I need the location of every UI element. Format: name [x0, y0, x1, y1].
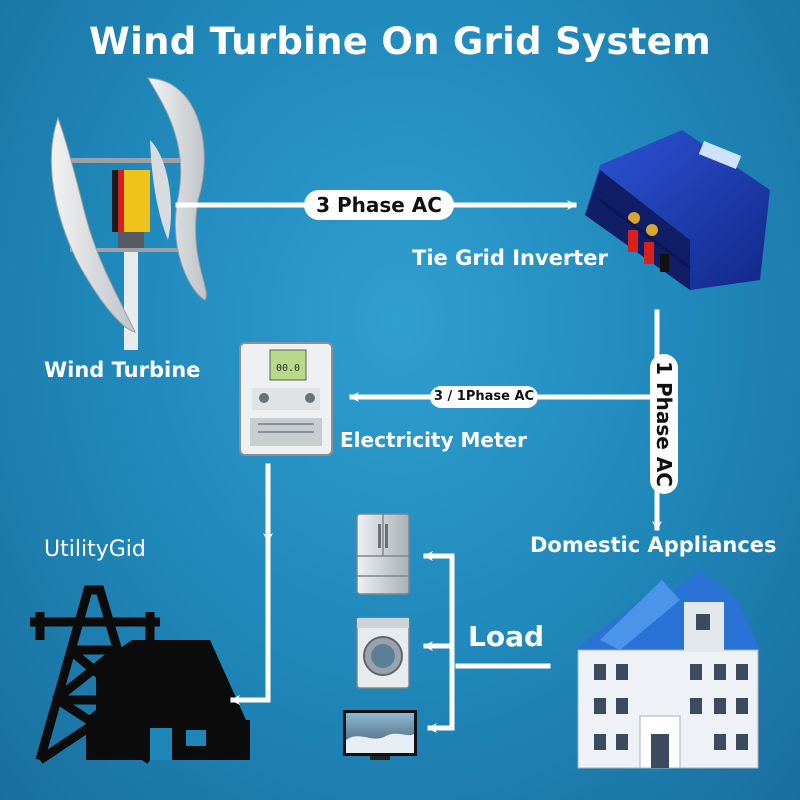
label-1-phase-ac: 1 Phase AC: [650, 354, 678, 494]
label-load: Load: [468, 620, 545, 653]
label-tie-grid-inverter: Tie Grid Inverter: [412, 246, 608, 270]
wind-turbine-icon: [51, 77, 207, 350]
diagram-title: Wind Turbine On Grid System: [88, 20, 711, 63]
television-icon: [343, 710, 417, 760]
label-wind-turbine: Wind Turbine: [44, 358, 201, 382]
label-domestic-appliances: Domestic Appliances: [530, 533, 777, 557]
label-3-phase-ac: 3 Phase AC: [304, 190, 454, 220]
washing-machine-icon: [356, 617, 410, 689]
label-3-1-phase-ac: 3 / 1Phase AC: [430, 386, 538, 408]
meter-readout: 00.0: [276, 363, 300, 374]
tie-grid-inverter-icon: [585, 130, 770, 290]
electricity-meter-icon: 00.0: [239, 342, 333, 456]
label-electricity-meter: Electricity Meter: [340, 428, 527, 452]
arrow-meter-to-utility: [230, 463, 271, 705]
label-utility-grid: UtilityGid: [44, 537, 146, 562]
utility-grid-icon: [30, 585, 250, 764]
flow-arrows: [175, 200, 662, 733]
refrigerator-icon: [356, 513, 410, 595]
house-icon: [574, 570, 760, 769]
